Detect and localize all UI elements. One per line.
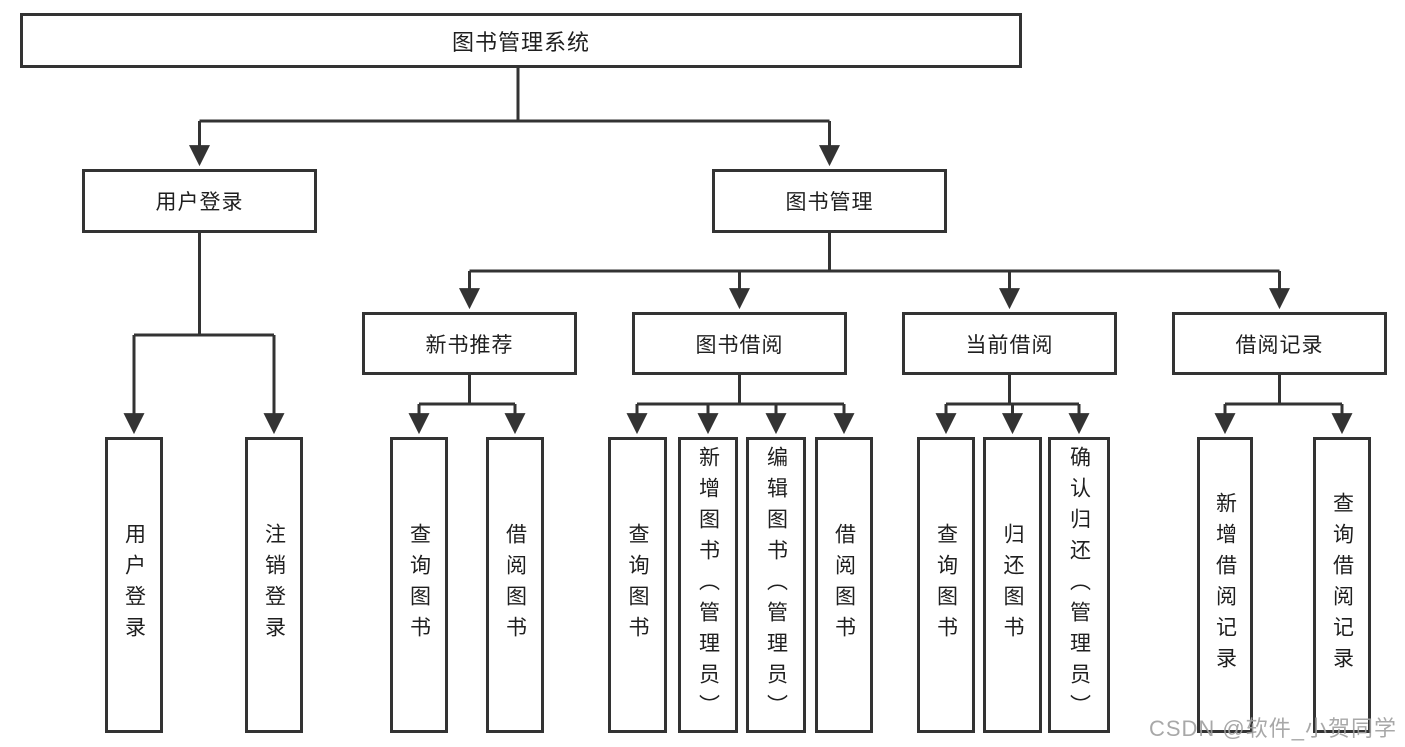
node-book-management: 图书管理: [712, 169, 947, 233]
leaf-add-books-admin-label: 新增图书（管理员）: [696, 445, 720, 725]
node-borrow-records: 借阅记录: [1172, 312, 1387, 375]
node-current-borrow: 当前借阅: [902, 312, 1117, 375]
csdn-watermark: CSDN @软件_小贺同学: [1148, 716, 1397, 741]
leaf-query-borrow-record: 查询借阅记录: [1313, 437, 1371, 733]
leaf-borrow-books-2-label: 借阅图书: [832, 523, 856, 647]
leaf-user-login: 用户登录: [105, 437, 163, 733]
leaf-query-books-1-label: 查询图书: [407, 523, 431, 647]
node-book-borrow: 图书借阅: [632, 312, 847, 375]
node-user-login-label: 用户登录: [155, 191, 244, 214]
leaf-return-books: 归还图书: [983, 437, 1042, 733]
leaf-logout-label: 注销登录: [262, 523, 286, 647]
leaf-borrow-books-1-label: 借阅图书: [503, 523, 527, 647]
leaf-query-books-3: 查询图书: [917, 437, 975, 733]
leaf-borrow-books-2: 借阅图书: [815, 437, 873, 733]
node-user-login: 用户登录: [82, 169, 317, 233]
leaf-confirm-return-admin-label: 确认归还（管理员）: [1067, 445, 1091, 725]
leaf-add-books-admin: 新增图书（管理员）: [678, 437, 738, 733]
connector-lines: [123, 68, 1353, 435]
leaf-query-books-2: 查询图书: [608, 437, 667, 733]
node-book-management-label: 图书管理: [785, 191, 874, 214]
leaf-query-books-2-label: 查询图书: [626, 523, 649, 647]
node-root-system: 图书管理系统: [20, 13, 1022, 68]
leaf-borrow-books-1: 借阅图书: [486, 437, 544, 733]
node-borrow-records-label: 借阅记录: [1235, 333, 1324, 357]
leaf-confirm-return-admin: 确认归还（管理员）: [1048, 437, 1110, 733]
leaf-return-books-label: 归还图书: [1001, 523, 1024, 647]
node-root-label: 图书管理系统: [451, 29, 590, 55]
leaf-add-borrow-record-label: 新增借阅记录: [1213, 492, 1237, 678]
node-new-book-recommend: 新书推荐: [362, 312, 577, 375]
leaf-query-borrow-record-label: 查询借阅记录: [1330, 492, 1354, 678]
leaf-user-login-label: 用户登录: [122, 523, 146, 647]
leaf-edit-books-admin-label: 编辑图书（管理员）: [764, 445, 788, 725]
node-book-borrow-label: 图书借阅: [695, 333, 784, 357]
node-new-book-recommend-label: 新书推荐: [425, 333, 514, 357]
leaf-add-borrow-record: 新增借阅记录: [1197, 437, 1253, 733]
node-current-borrow-label: 当前借阅: [965, 333, 1054, 357]
leaf-query-books-3-label: 查询图书: [934, 523, 958, 647]
leaf-logout: 注销登录: [245, 437, 303, 733]
leaf-query-books-1: 查询图书: [390, 437, 448, 733]
leaf-edit-books-admin: 编辑图书（管理员）: [746, 437, 806, 733]
